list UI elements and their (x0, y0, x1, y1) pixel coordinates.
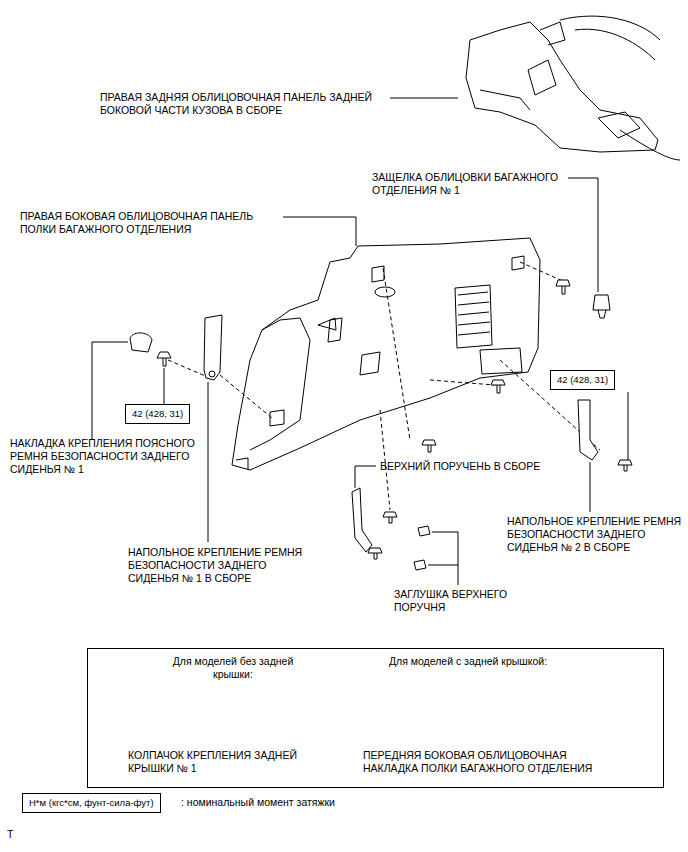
node-text: ПЕРЕДНЯЯ БОКОВАЯ ОБЛИЦОВОЧНАЯ НАКЛАДКА П… (363, 749, 623, 775)
node-text: КОЛПАЧОК КРЕПЛЕНИЯ ЗАДНЕЙ КРЫШКИ № 1 (128, 749, 328, 775)
part-label: ЗАГЛУШКА ВЕРХНЕГО ПОРУЧНЯ (394, 588, 534, 614)
node-text: Для моделей с задней крышкой: (388, 655, 548, 668)
part-label: ЗАЩЕЛКА ОБЛИЦОВКИ БАГАЖНОГО ОТДЕЛЕНИЯ № … (372, 171, 568, 197)
leader-line (92, 98, 628, 585)
node-text: 42 (428, 31) (132, 408, 183, 420)
belt-anchor (578, 400, 598, 460)
part-label: : номинальный момент затяжки (181, 796, 431, 809)
part-label: НАПОЛЬНОЕ КРЕПЛЕНИЕ РЕМНЯ БЕЗОПАСНОСТИ З… (507, 515, 682, 554)
part-label: ПРАВАЯ БОКОВАЯ ОБЛИЦОВОЧНАЯ ПАНЕЛЬ ПОЛКИ… (20, 210, 282, 236)
part-label: T (7, 828, 27, 841)
part-label: НАПОЛЬНОЕ КРЕПЛЕНИЕ РЕМНЯ БЕЗОПАСНОСТИ З… (128, 546, 303, 585)
part-label: ПРАВАЯ ЗАДНЯЯ ОБЛИЦОВОЧНАЯ ПАНЕЛЬ ЗАДНЕЙ… (100, 91, 390, 117)
node-text: 42 (428, 31) (557, 374, 608, 386)
belt-anchor (209, 371, 215, 377)
torque-box: 42 (428, 31) (550, 370, 615, 390)
torque-box: Н*м (кгс*см, фунт-сила-фут) (22, 793, 161, 813)
grip-cap (414, 526, 430, 570)
part-label: ВЕРХНИЙ ПОРУЧЕНЬ В СБОРЕ (380, 460, 580, 473)
rear-panel (466, 16, 680, 160)
part-label: НАКЛАДКА КРЕПЛЕНИЯ ПОЯСНОГО РЕМНЯ БЕЗОПА… (10, 437, 205, 476)
clip (593, 295, 610, 318)
assembly-line (168, 262, 600, 510)
node-text: Для моделей без задней крышки: (158, 655, 308, 681)
belt-cover (130, 333, 152, 352)
grip (352, 488, 372, 552)
variant-box: Для моделей без задней крышки: Для моделе… (87, 648, 664, 788)
side-panel (232, 238, 540, 470)
belt-anchor (204, 315, 222, 380)
node-text: Н*м (кгс*см, фунт-сила-фут) (29, 797, 154, 809)
torque-box: 42 (428, 31) (125, 404, 190, 424)
